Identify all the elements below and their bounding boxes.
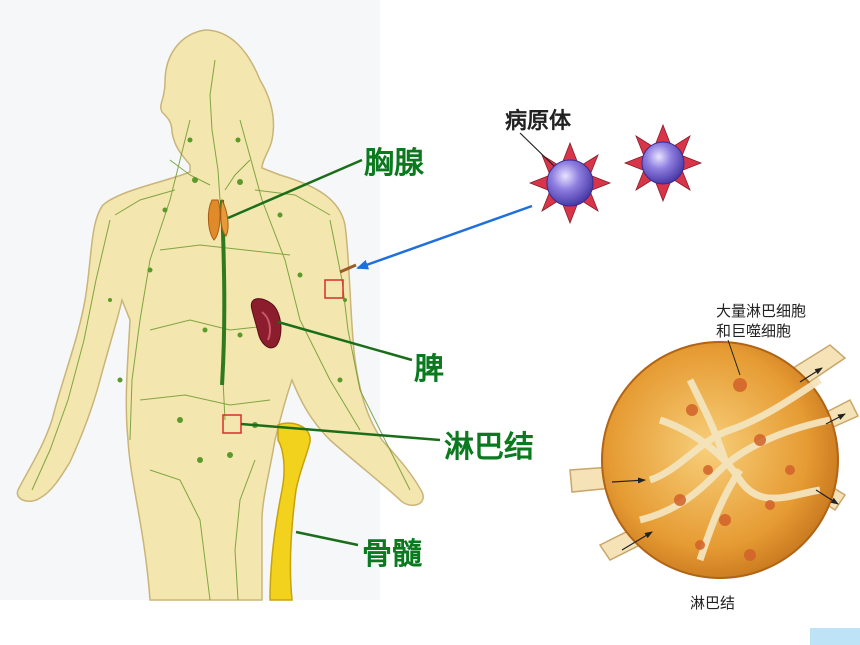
bone-marrow-label: 骨髓 <box>362 537 422 572</box>
wound-mark <box>339 263 357 274</box>
leader-bone-marrow <box>295 530 359 547</box>
inset-caption: 淋巴结 <box>690 594 736 612</box>
spleen-icon <box>250 298 282 349</box>
spleen-label: 脾 <box>414 352 444 387</box>
inset-note-line2: 和巨噬细胞 <box>716 322 792 340</box>
bone-marrow-femur <box>269 422 311 601</box>
human-body <box>16 29 424 601</box>
pathogen-label-pointer <box>519 132 555 167</box>
leader-lymph-node <box>240 422 441 442</box>
leader-thymus <box>227 158 363 220</box>
lymph-node-label: 淋巴结 <box>444 430 534 465</box>
pathogen-icon <box>623 123 703 203</box>
arm-marker-box <box>324 279 344 299</box>
leader-spleen <box>277 320 413 362</box>
pathogen-icon <box>528 141 612 225</box>
pathogen-label: 病原体 <box>505 109 572 134</box>
thymus-icon <box>207 198 229 241</box>
lymph-node-icon <box>562 300 860 600</box>
pathogen-entry-arrow <box>356 204 533 270</box>
decorative-strip <box>810 628 860 645</box>
thymus-label: 胸腺 <box>364 146 424 181</box>
inset-note-line1: 大量淋巴细胞 <box>716 302 807 320</box>
